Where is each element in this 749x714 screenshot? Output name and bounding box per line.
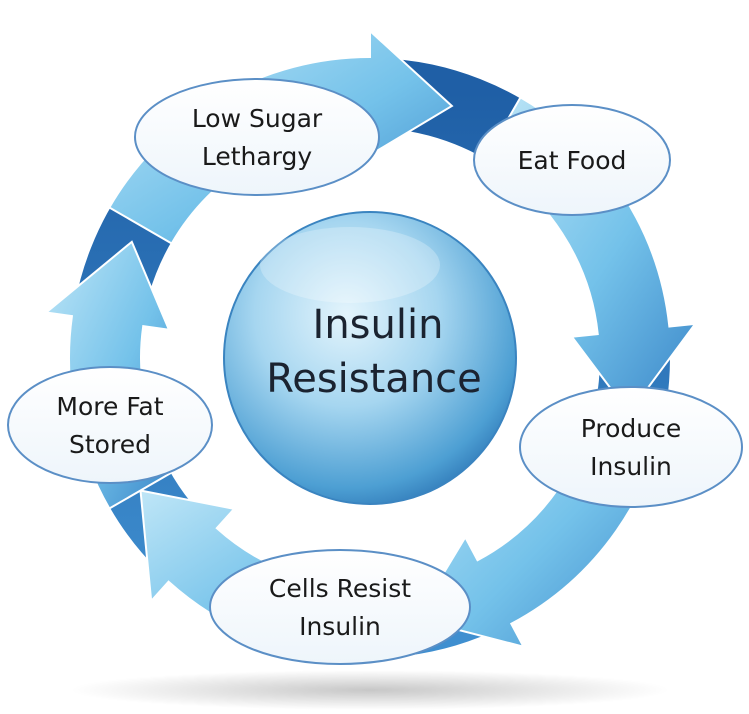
center-title-line2: Resistance: [266, 356, 482, 402]
node-label-line: Produce: [581, 414, 682, 443]
node-ellipse: [519, 386, 743, 508]
center-sphere: Insulin Resistance: [223, 211, 517, 505]
node-label-line: Low Sugar: [192, 104, 323, 133]
node-label-line: More Fat: [56, 392, 163, 421]
node-label-line: Eat Food: [518, 146, 627, 175]
node-ellipse: [7, 366, 213, 484]
node-label-line: Insulin: [299, 612, 381, 641]
node-label-line: Cells Resist: [269, 574, 411, 603]
ground-shadow: [70, 670, 670, 710]
node-ellipse: [473, 104, 671, 216]
node-ellipse: [209, 549, 471, 665]
node-ellipse: [134, 78, 380, 196]
node-label-line: Lethargy: [202, 142, 313, 171]
node-label-line: Stored: [69, 430, 151, 459]
node-label-line: Insulin: [590, 452, 672, 481]
node-eat-food: Eat Food: [473, 104, 671, 216]
center-title-line1: Insulin: [313, 302, 444, 348]
